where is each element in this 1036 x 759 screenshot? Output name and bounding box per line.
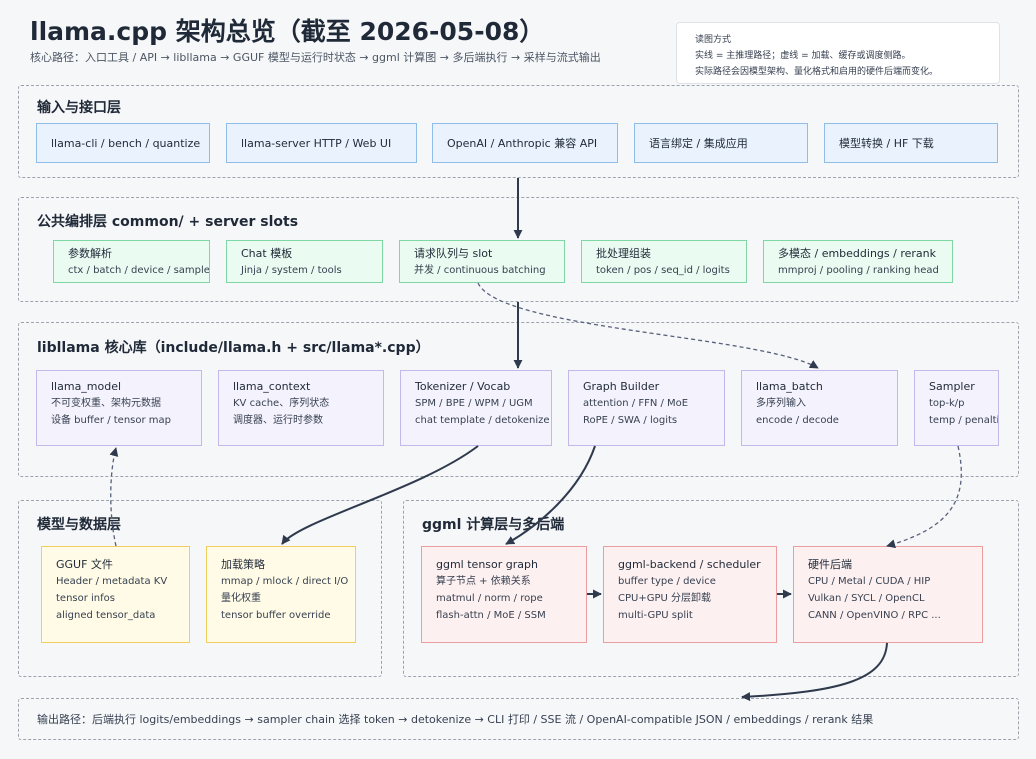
input-box-bindings: 语言绑定 / 集成应用 (634, 123, 808, 163)
core-box-sampler: Sampler top-k/p temp / penalties (914, 370, 999, 446)
core-box-tokenizer: Tokenizer / Vocab SPM / BPE / WPM / UGM … (400, 370, 552, 446)
edge-hardware-to-output (741, 642, 888, 702)
model-box-line: aligned tensor_data (56, 610, 156, 621)
core-box-title: Tokenizer / Vocab (415, 380, 511, 393)
page-subtitle: 核心路径：入口工具 / API → libllama → GGUF 模型与运行时… (30, 51, 601, 64)
page-title: llama.cpp 架构总览（截至 2026-05-08） (30, 17, 545, 46)
common-box-queue-slot: 请求队列与 slot 并发 / continuous batching (399, 240, 565, 283)
core-box-line: temp / penalties (929, 415, 998, 426)
common-box-title: 多模态 / embeddings / rerank (778, 247, 936, 260)
common-box-batching: 批处理组装 token / pos / seq_id / logits (581, 240, 747, 283)
core-box-llama-batch: llama_batch 多序列输入 encode / decode (741, 370, 898, 446)
core-box-line: attention / FFN / MoE (583, 398, 689, 409)
ggml-box-title: 硬件后端 (808, 558, 852, 571)
model-box-line: tensor infos (56, 593, 115, 604)
core-box-line: SPM / BPE / WPM / UGM (415, 398, 533, 409)
input-box-api: OpenAI / Anthropic 兼容 API (432, 123, 618, 163)
core-box-line: RoPE / SWA / logits (583, 415, 678, 426)
ggml-box-line: multi-GPU split (618, 610, 693, 621)
legend-title: 读图方式 (695, 35, 732, 45)
core-box-title: llama_batch (756, 380, 823, 393)
edge-tokenizer-to-load-strategy (281, 445, 479, 545)
core-box-llama-context: llama_context KV cache、序列状态 调度器、运行时参数 (218, 370, 384, 446)
ggml-box-line: matmul / norm / rope (436, 593, 543, 604)
ggml-box-hardware-backends: 硬件后端 CPU / Metal / CUDA / HIP Vulkan / S… (793, 546, 983, 643)
core-box-line: KV cache、序列状态 (233, 398, 330, 409)
legend-line-2: 实际路径会因模型架构、量化格式和启用的硬件后端而变化。 (695, 67, 939, 77)
common-layer-title: 公共编排层 common/ + server slots (37, 214, 299, 230)
legend-line-1: 实线 = 主推理路径；虚线 = 加载、缓存或调度侧路。 (695, 51, 911, 61)
core-box-line: 设备 buffer / tensor map (51, 415, 171, 426)
core-box-title: Sampler (929, 380, 975, 393)
core-box-title: llama_model (51, 380, 122, 393)
common-box-title: 请求队列与 slot (414, 247, 493, 260)
model-box-title: 加载策略 (221, 558, 265, 571)
common-box-title: 批处理组装 (596, 247, 651, 260)
ggml-box-tensor-graph: ggml tensor graph 算子节点 + 依赖关系 matmul / n… (421, 546, 587, 643)
ggml-box-title: ggml-backend / scheduler (618, 558, 761, 571)
edge-dashed-gguf-to-model (109, 447, 119, 547)
core-box-line: encode / decode (756, 415, 839, 426)
common-box-line: 并发 / continuous batching (414, 265, 546, 276)
core-box-title: Graph Builder (583, 380, 660, 393)
input-layer-title: 输入与接口层 (37, 100, 121, 116)
edge-dashed-sampler-to-hardware (886, 445, 962, 549)
ggml-box-title: ggml tensor graph (436, 558, 538, 571)
core-box-line: chat template / detokenize (415, 415, 550, 426)
edge-dashed-queue-to-batch (477, 282, 819, 369)
ggml-box-line: CPU+GPU 分层卸载 (618, 593, 711, 604)
ggml-box-line: Vulkan / SYCL / OpenCL (808, 593, 925, 604)
core-layer-title: libllama 核心库（include/llama.h + src/llama… (37, 340, 430, 356)
common-box-title: Chat 模板 (241, 247, 293, 260)
model-box-title: GGUF 文件 (56, 558, 113, 571)
core-box-line: 多序列输入 (756, 398, 806, 409)
common-box-multimodal: 多模态 / embeddings / rerank mmproj / pooli… (763, 240, 953, 283)
model-layer-title: 模型与数据层 (37, 517, 121, 533)
ggml-box-line: buffer type / device (618, 576, 716, 587)
common-box-chat-template: Chat 模板 Jinja / system / tools (226, 240, 383, 283)
common-box-line: mmproj / pooling / ranking head (778, 265, 939, 276)
legend-panel: 读图方式 实线 = 主推理路径；虚线 = 加载、缓存或调度侧路。 实际路径会因模… (676, 22, 1000, 84)
core-box-line: 调度器、运行时参数 (233, 415, 323, 426)
model-box-line: tensor buffer override (221, 610, 331, 621)
edge-graph-to-tensor-graph (505, 445, 596, 545)
core-box-line: 不可变权重、架构元数据 (51, 398, 161, 409)
common-box-line: ctx / batch / device / sampler (68, 265, 210, 276)
model-box-line: 量化权重 (221, 593, 261, 604)
core-box-title: llama_context (233, 380, 311, 393)
model-box-gguf: GGUF 文件 Header / metadata KV tensor info… (41, 546, 190, 643)
common-box-line: Jinja / system / tools (241, 265, 342, 276)
ggml-box-backend-scheduler: ggml-backend / scheduler buffer type / d… (603, 546, 777, 643)
core-box-llama-model: llama_model 不可变权重、架构元数据 设备 buffer / tens… (36, 370, 202, 446)
input-box-convert: 模型转换 / HF 下载 (824, 123, 998, 163)
common-box-line: token / pos / seq_id / logits (596, 265, 730, 276)
ggml-box-line: CANN / OpenVINO / RPC ... (808, 610, 941, 621)
core-box-line: top-k/p (929, 398, 965, 409)
output-path-bar: 输出路径：后端执行 logits/embeddings → sampler ch… (18, 698, 1019, 740)
model-box-line: mmap / mlock / direct I/O (221, 576, 349, 587)
common-box-params: 参数解析 ctx / batch / device / sampler (53, 240, 210, 283)
ggml-box-line: 算子节点 + 依赖关系 (436, 576, 531, 587)
ggml-box-line: CPU / Metal / CUDA / HIP (808, 576, 931, 587)
ggml-box-line: flash-attn / MoE / SSM (436, 610, 546, 621)
input-box-cli: llama-cli / bench / quantize (36, 123, 210, 163)
input-box-server: llama-server HTTP / Web UI (226, 123, 417, 163)
core-box-graph-builder: Graph Builder attention / FFN / MoE RoPE… (568, 370, 725, 446)
model-box-load-strategy: 加载策略 mmap / mlock / direct I/O 量化权重 tens… (206, 546, 356, 643)
common-box-title: 参数解析 (68, 247, 112, 260)
model-box-line: Header / metadata KV (56, 576, 168, 587)
